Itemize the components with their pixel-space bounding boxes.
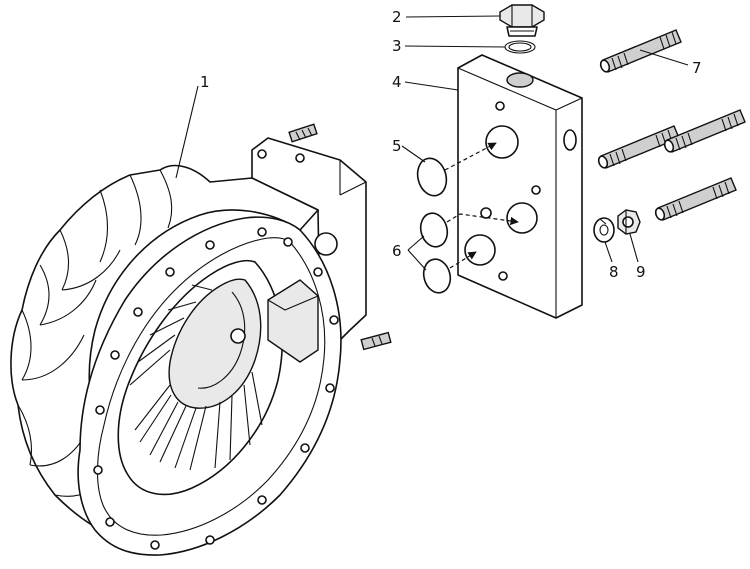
pad-hole-2 [295,153,305,163]
block-side-port [563,129,577,151]
block-port-lower [464,234,496,266]
block-hole-2 [480,207,492,219]
flange-hole-15 [329,315,339,325]
lock-washer-part-8 [593,217,615,243]
block-hole-4 [531,185,541,195]
callout-2: 2 [392,8,402,26]
flange-hole-8 [93,465,103,475]
o-ring-part-6-b [422,258,452,294]
flange-hole-16 [313,267,323,277]
callout-3: 3 [392,37,402,55]
valve-block-part-4 [457,54,583,319]
flange-hole-13 [300,443,310,453]
block-top-port [506,72,534,88]
leader-6a [407,235,425,251]
leader-3 [404,45,506,48]
callout-4: 4 [392,73,402,91]
housing-spokes [129,284,263,471]
flange-hole-10 [150,540,160,550]
o-ring-part-5 [416,157,448,197]
assembly-arrow-6a [446,213,519,226]
flange-hole-4 [165,267,175,277]
block-port-upper [485,125,519,159]
leader-8 [604,241,613,263]
block-port-right [506,202,538,234]
housing-window [267,279,319,363]
stud-part-7-c [663,109,746,153]
stud-part-7-a [599,29,682,73]
leader-4 [404,81,459,91]
o-ring-part-6-a [419,212,449,248]
housing-stud-top [288,123,318,143]
o-ring-part-3-inner [508,42,532,52]
flange-hole-2 [283,237,293,247]
pad-port [314,232,338,256]
assembly-arrow-5 [444,142,497,171]
block-hole-3 [498,271,508,281]
callout-9: 9 [636,263,646,281]
flange-hole-9 [105,517,115,527]
leader-7 [639,49,689,66]
flange-hole-5 [133,307,143,317]
callout-6: 6 [392,242,402,260]
leader-2 [405,15,501,18]
flange-hole-11 [205,535,215,545]
leader-5 [401,145,426,163]
nut-part-9 [617,209,641,235]
leader-1 [175,85,199,179]
leader-6b [407,249,427,271]
callout-8: 8 [609,263,619,281]
hub-hole [230,328,246,344]
callout-7: 7 [692,59,702,77]
leader-9 [629,233,639,263]
housing-part-1 [10,123,392,556]
callout-1: 1 [200,73,210,91]
flange-hole-7 [95,405,105,415]
flange-hole-14 [325,383,335,393]
housing-hub [168,278,262,409]
flange-hole-3 [205,240,215,250]
block-hole-1 [495,101,505,111]
flange-hole-6 [110,350,120,360]
pad-hole-1 [257,149,267,159]
callout-5: 5 [392,137,402,155]
flange-hole-1 [257,227,267,237]
plug-part-2 [499,4,545,37]
plug-hex-head [499,4,545,28]
flange-hole-12 [257,495,267,505]
stud-part-7-d [654,177,737,221]
housing-stud-side [360,331,392,351]
assembly-arrow-6b [449,251,477,269]
